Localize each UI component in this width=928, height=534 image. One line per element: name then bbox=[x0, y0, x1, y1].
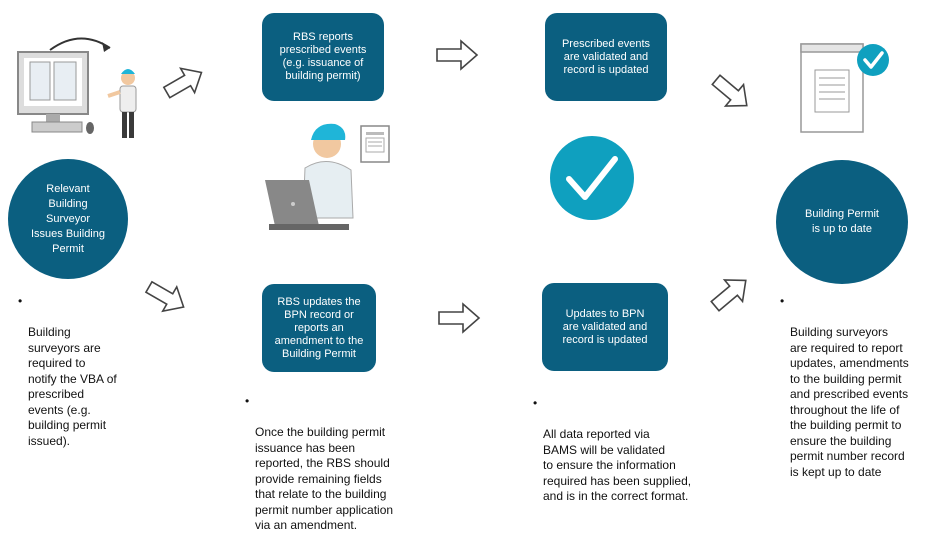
note-right: • Building surveyors are required to rep… bbox=[780, 294, 928, 480]
check-circle-icon bbox=[550, 136, 634, 220]
uptodate-circle: Building Permit is up to date bbox=[776, 160, 908, 284]
issue-circle: Relevant Building Surveyor Issues Buildi… bbox=[8, 159, 128, 279]
updates-box: RBS updates the BPN record or reports an… bbox=[262, 284, 376, 372]
note-center: • All data reported via BAMS will be val… bbox=[533, 396, 723, 505]
computer-worker-icon bbox=[17, 37, 137, 138]
bullet: • bbox=[245, 394, 250, 408]
bullet: • bbox=[780, 294, 785, 308]
arrow-icon bbox=[711, 74, 748, 107]
arrow-icon bbox=[162, 67, 203, 99]
arrow-icon bbox=[710, 279, 747, 312]
validated-bottom-box: Updates to BPN are validated and record … bbox=[542, 283, 668, 371]
arrow-icon bbox=[438, 302, 481, 334]
arrow-icon bbox=[144, 280, 185, 313]
arrow-icon bbox=[436, 39, 479, 71]
note-left: • Building surveyors are required to not… bbox=[18, 294, 138, 449]
laptop-worker-icon bbox=[265, 123, 390, 230]
note-left-text: Building surveyors are required to notif… bbox=[28, 325, 117, 448]
reports-box: RBS reports prescribed events (e.g. issu… bbox=[262, 13, 384, 101]
validated-top-box: Prescribed events are validated and reco… bbox=[545, 13, 667, 101]
bullet: • bbox=[533, 396, 538, 410]
note-center-text: All data reported via BAMS will be valid… bbox=[543, 427, 692, 503]
note-right-text: Building surveyors are required to repor… bbox=[790, 325, 909, 479]
approved-document-icon bbox=[800, 43, 889, 133]
note-middle-text: Once the building permit issuance has be… bbox=[255, 425, 394, 532]
note-middle: • Once the building permit issuance has … bbox=[245, 394, 430, 534]
bullet: • bbox=[18, 294, 23, 308]
